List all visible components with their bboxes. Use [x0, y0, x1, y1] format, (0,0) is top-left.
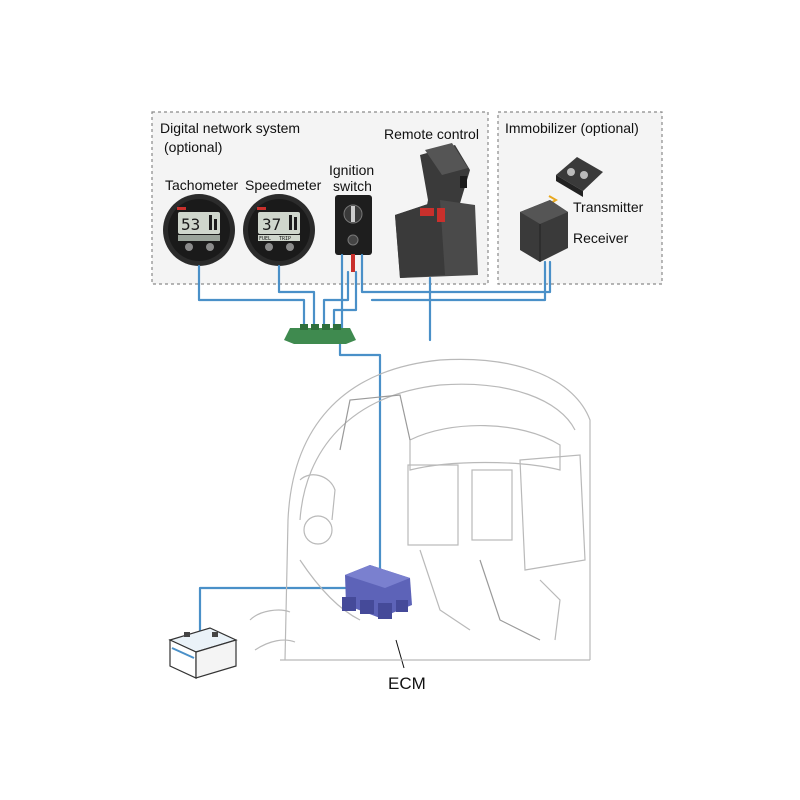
digital-network-title: Digital network system: [160, 120, 300, 136]
immobilizer-title: Immobilizer (optional): [505, 120, 639, 136]
ignition-label-line1: Ignition: [329, 162, 374, 178]
ecm-unit-icon: [342, 565, 412, 619]
svg-text:53: 53: [181, 215, 200, 234]
battery-icon: [168, 627, 238, 679]
ignition-label-line2: switch: [333, 178, 372, 194]
tachometer-label: Tachometer: [165, 177, 238, 193]
outboard-engine-icon: [249, 358, 591, 661]
ignition-switch-icon: [335, 195, 372, 272]
digital-network-subtitle: (optional): [164, 139, 222, 155]
tachometer-gauge-icon: 53: [163, 194, 235, 266]
network-hub-icon: [284, 324, 356, 344]
speedmeter-gauge-icon: 37 FUEL TRIP: [243, 194, 315, 266]
transmitter-fob-icon: [556, 157, 603, 197]
svg-text:37: 37: [262, 215, 281, 234]
receiver-label: Receiver: [573, 230, 629, 246]
remote-control-label: Remote control: [384, 126, 479, 142]
speedmeter-label: Speedmeter: [245, 177, 322, 193]
svg-text:TRIP: TRIP: [279, 236, 291, 242]
immobilizer-group-box: [497, 111, 663, 285]
transmitter-label: Transmitter: [573, 199, 644, 215]
ecm-label: ECM: [388, 674, 426, 693]
receiver-box-icon: [520, 200, 568, 262]
remote-control-lever-icon: [395, 143, 478, 278]
svg-text:FUEL: FUEL: [259, 236, 271, 242]
network-wiring: [197, 253, 552, 669]
